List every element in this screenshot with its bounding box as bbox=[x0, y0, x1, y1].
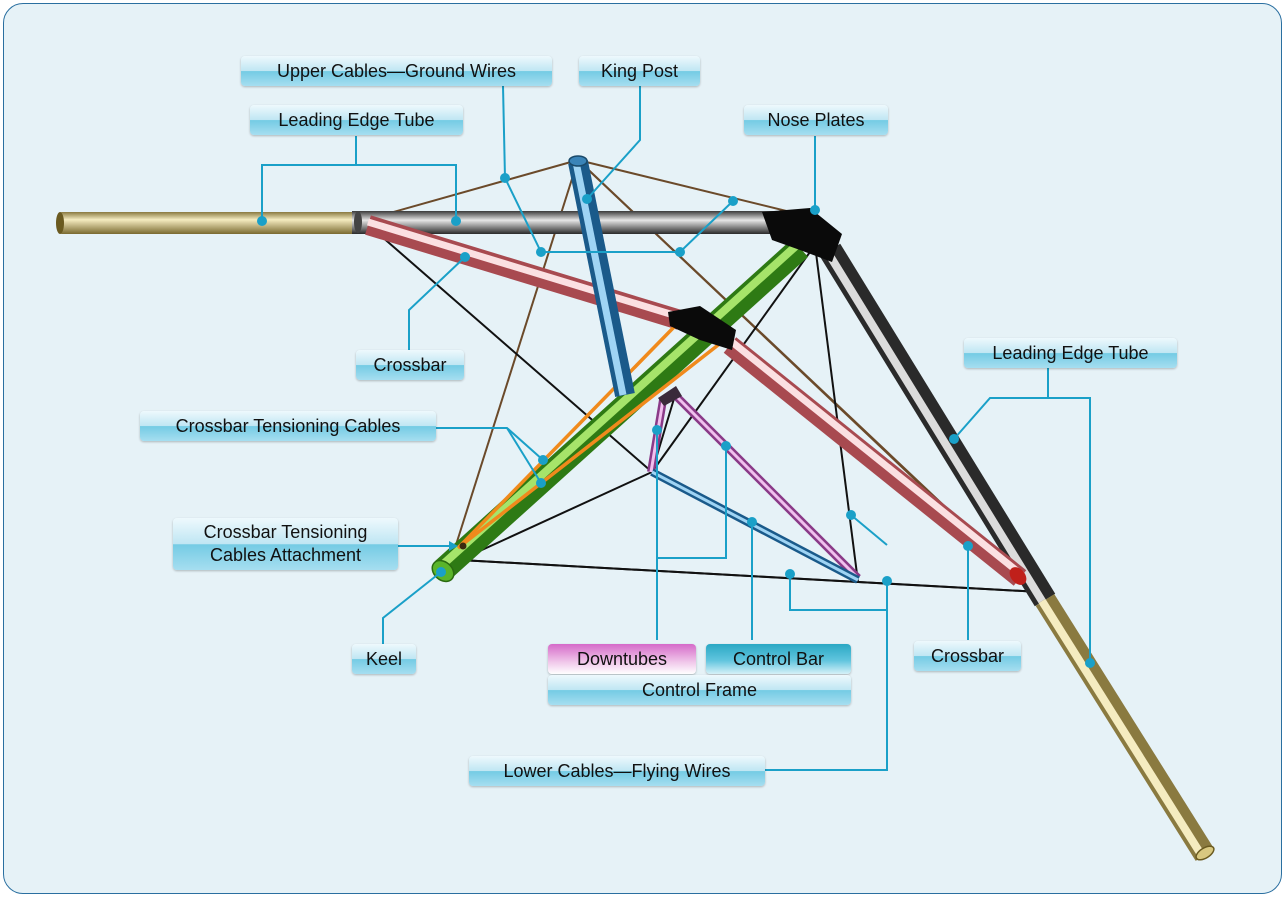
callout-lines bbox=[261, 85, 1091, 771]
label-crossbar-left: Crossbar bbox=[356, 350, 464, 380]
label-king-post: King Post bbox=[579, 56, 700, 86]
king-post-tube bbox=[568, 155, 635, 397]
label-control-bar: Control Bar bbox=[706, 644, 851, 674]
keel-tube bbox=[431, 239, 809, 583]
diagram-frame bbox=[3, 3, 1282, 894]
label-nose-plates: Nose Plates bbox=[744, 105, 888, 135]
crossbar-center-fitting bbox=[668, 306, 736, 350]
label-leading-edge-tube-left: Leading Edge Tube bbox=[250, 105, 463, 135]
label-downtubes: Downtubes bbox=[548, 644, 696, 674]
label-keel: Keel bbox=[352, 644, 416, 674]
attachment-arrow-icon bbox=[449, 541, 458, 551]
tension-attachment-point bbox=[459, 542, 467, 550]
label-leading-edge-tube-right: Leading Edge Tube bbox=[964, 338, 1177, 368]
nose-plates-fitting bbox=[762, 208, 842, 262]
label-control-frame: Control Frame bbox=[548, 675, 851, 705]
attachment-label-line2: Cables Attachment bbox=[209, 545, 362, 565]
label-crossbar-tensioning-cables: Crossbar Tensioning Cables bbox=[140, 411, 436, 441]
leading-edge-tube-left bbox=[56, 211, 792, 234]
leading-edge-tube-right bbox=[819, 243, 1215, 861]
callout-dots bbox=[257, 173, 1095, 668]
crossbar-tube bbox=[365, 215, 1027, 586]
label-lower-cables: Lower Cables—Flying Wires bbox=[469, 756, 765, 786]
label-crossbar-tensioning-attachment: Crossbar Tensioning Cables Attachment bbox=[173, 518, 398, 570]
crossbar-tensioning-cables bbox=[456, 323, 724, 550]
attachment-label-line1: Crossbar Tensioning bbox=[203, 522, 368, 542]
label-crossbar-right: Crossbar bbox=[914, 641, 1021, 671]
label-upper-cables: Upper Cables—Ground Wires bbox=[241, 56, 552, 86]
